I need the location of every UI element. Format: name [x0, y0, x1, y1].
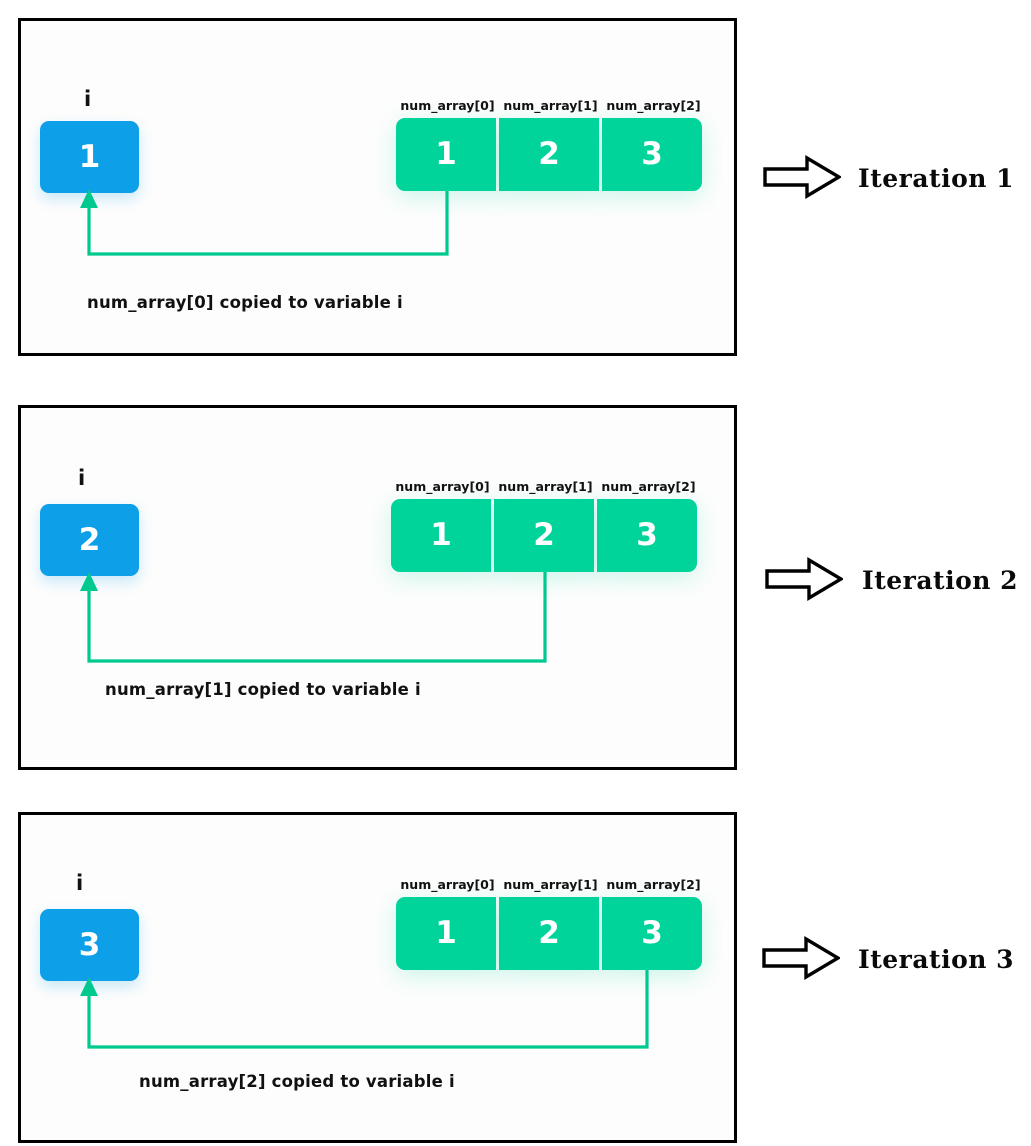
array-cell-value-0: 1: [435, 915, 457, 951]
iteration-label-1: Iteration 1: [858, 164, 1015, 193]
array-cell-1: 2: [494, 499, 594, 572]
iteration-arrow-icon: [765, 557, 843, 601]
array-cells: 1 2 3: [396, 897, 702, 970]
iteration-panel-3: i 3 num_array[0] num_array[1] num_array[…: [18, 812, 737, 1143]
array-cell-0: 1: [396, 897, 496, 970]
array-cell-2: 3: [597, 499, 697, 572]
variable-label-i: i: [84, 87, 92, 111]
array-cell-value-0: 1: [430, 517, 452, 553]
array-index-label-0: num_array[0]: [400, 877, 495, 892]
variable-box: 1: [40, 121, 139, 193]
iteration-label-3: Iteration 3: [858, 945, 1015, 974]
iteration-row-2: i 2 num_array[0] num_array[1] num_array[…: [0, 405, 1031, 770]
array-cell-0: 1: [396, 118, 496, 191]
variable-value: 3: [78, 926, 101, 963]
array-cells: 1 2 3: [391, 499, 697, 572]
array-cell-value-1: 2: [533, 517, 555, 553]
variable-value: 1: [78, 138, 101, 175]
array-index-label-1: num_array[1]: [503, 98, 598, 113]
iteration-arrow-icon: [762, 936, 840, 980]
array-index-labels: num_array[0] num_array[1] num_array[2]: [396, 98, 705, 113]
variable-value: 2: [78, 521, 101, 558]
variable-label-i: i: [76, 871, 84, 895]
iteration-row-3: i 3 num_array[0] num_array[1] num_array[…: [0, 812, 1031, 1145]
panel-caption: num_array[1] copied to variable i: [105, 680, 421, 699]
array-cell-0: 1: [391, 499, 491, 572]
array-index-label-1: num_array[1]: [498, 479, 593, 494]
array-cell-2: 3: [602, 897, 702, 970]
array-index-label-2: num_array[2]: [601, 479, 696, 494]
panel-caption: num_array[2] copied to variable i: [139, 1072, 455, 1091]
iteration-panel-2: i 2 num_array[0] num_array[1] num_array[…: [18, 405, 737, 770]
array-cell-value-2: 3: [641, 915, 663, 951]
panel-caption: num_array[0] copied to variable i: [87, 293, 403, 312]
array-index-label-0: num_array[0]: [395, 479, 490, 494]
array-index-label-0: num_array[0]: [400, 98, 495, 113]
iteration-row-1: i 1 num_array[0] num_array[1] num_array[…: [0, 0, 1031, 360]
array-index-labels: num_array[0] num_array[1] num_array[2]: [391, 479, 700, 494]
variable-box: 3: [40, 909, 139, 981]
iteration-label-2: Iteration 2: [862, 566, 1019, 595]
copy-connector-arrow: [80, 572, 547, 663]
iteration-panel-1: i 1 num_array[0] num_array[1] num_array[…: [18, 18, 737, 356]
array-index-label-2: num_array[2]: [606, 98, 701, 113]
array-cell-value-0: 1: [435, 136, 457, 172]
array-index-labels: num_array[0] num_array[1] num_array[2]: [396, 877, 705, 892]
iteration-arrow-icon: [763, 155, 841, 199]
variable-label-i: i: [78, 466, 86, 490]
array-cell-2: 3: [602, 118, 702, 191]
variable-box: 2: [40, 504, 139, 576]
array-cell-value-1: 2: [538, 136, 560, 172]
array-cell-1: 2: [499, 897, 599, 970]
array-cell-value-2: 3: [636, 517, 658, 553]
array-cell-value-2: 3: [641, 136, 663, 172]
array-cell-1: 2: [499, 118, 599, 191]
array-index-label-2: num_array[2]: [606, 877, 701, 892]
array-cell-value-1: 2: [538, 915, 560, 951]
array-cells: 1 2 3: [396, 118, 702, 191]
array-index-label-1: num_array[1]: [503, 877, 598, 892]
